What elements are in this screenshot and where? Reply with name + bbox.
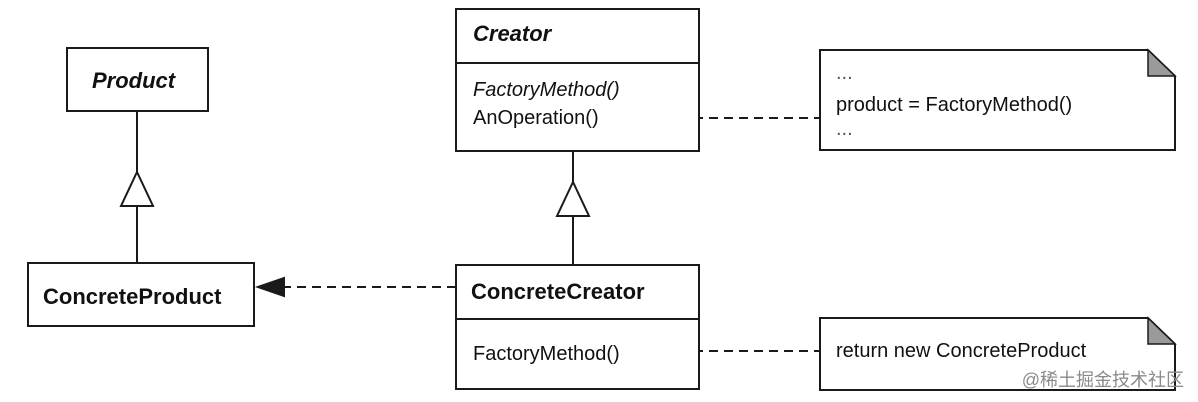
creator-note-line-1: ... bbox=[836, 62, 853, 84]
creator-generalization-arrowhead bbox=[555, 179, 591, 217]
concrete-product-class-name: ConcreteProduct bbox=[43, 284, 222, 309]
concrete-creator-note-fold bbox=[1147, 316, 1177, 345]
dependency-arrowhead bbox=[254, 276, 285, 298]
creator-note-fold bbox=[1147, 48, 1177, 77]
creator-operation-factorymethod: FactoryMethod() bbox=[473, 79, 620, 101]
watermark: @稀土掘金技术社区 bbox=[1021, 370, 1184, 390]
creator-note-shape bbox=[819, 49, 1176, 151]
creator-class-divider bbox=[457, 62, 698, 64]
concrete-creator-note-line-1: return new ConcreteProduct bbox=[836, 340, 1087, 362]
creator-note-line-3: ... bbox=[836, 118, 853, 140]
creator-class-name: Creator bbox=[473, 21, 552, 46]
concrete-creator-class-name: ConcreteCreator bbox=[471, 279, 645, 304]
concrete-creator-operation-factorymethod: FactoryMethod() bbox=[473, 343, 620, 365]
concrete-creator-class-divider bbox=[457, 318, 698, 320]
product-generalization-arrowhead bbox=[119, 169, 155, 207]
creator-class[interactable]: Creator FactoryMethod() AnOperation() bbox=[455, 8, 700, 152]
concrete-creator-class[interactable]: ConcreteCreator FactoryMethod() bbox=[455, 264, 700, 390]
creator-note-line-2: product = FactoryMethod() bbox=[836, 94, 1073, 116]
product-class[interactable]: Product bbox=[66, 47, 209, 112]
creator-operation-anoperation: AnOperation() bbox=[473, 107, 599, 129]
concrete-product-class[interactable]: ConcreteProduct bbox=[27, 262, 255, 327]
product-class-name: Product bbox=[92, 68, 176, 93]
concrete-creator-note-shape bbox=[819, 317, 1176, 391]
